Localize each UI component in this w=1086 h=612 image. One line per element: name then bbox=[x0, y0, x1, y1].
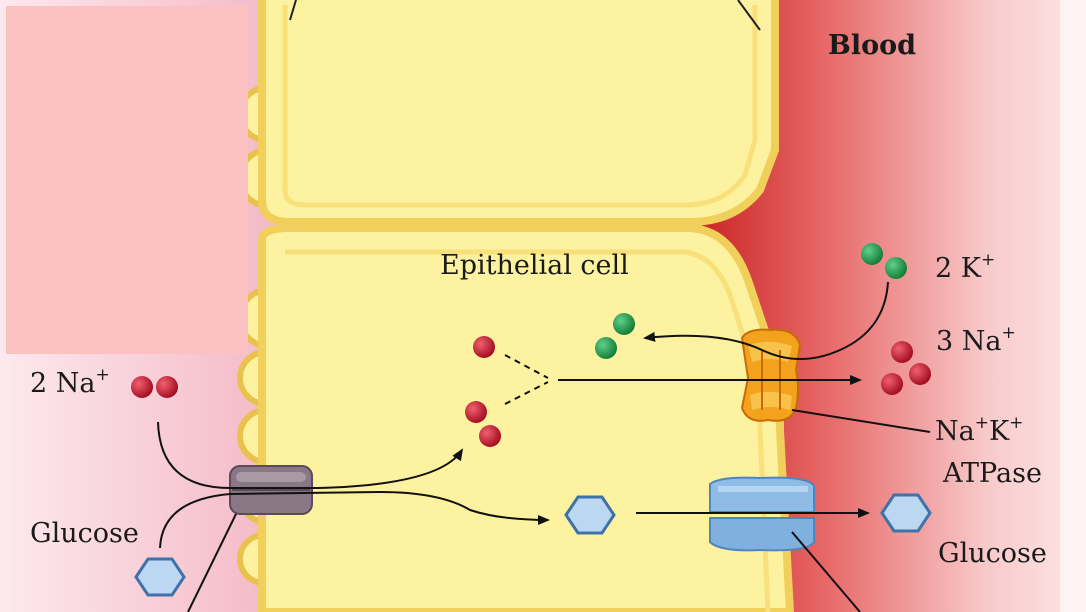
glucose-molecule bbox=[882, 495, 930, 531]
na-k-atpase-pump bbox=[742, 330, 800, 421]
blood-label: Blood bbox=[828, 30, 916, 61]
sodium-ions-blood-label: 3 Na+ bbox=[936, 325, 1016, 357]
na2-count: 2 Na bbox=[30, 368, 95, 399]
na3-charge: + bbox=[1001, 323, 1015, 343]
na-ion bbox=[909, 363, 931, 385]
potassium-ions-label: 2 K+ bbox=[935, 252, 995, 284]
blood-pale-strip bbox=[1060, 0, 1086, 612]
pump-k-charge: + bbox=[1009, 413, 1023, 433]
k-charge: + bbox=[981, 250, 995, 270]
na-ion bbox=[479, 425, 501, 447]
pump-k: K bbox=[989, 416, 1009, 447]
upper-cell bbox=[262, 0, 775, 222]
glucose-molecule bbox=[136, 559, 184, 595]
pump-label-line2: ATPase bbox=[943, 458, 1042, 489]
lower-cell bbox=[262, 228, 790, 612]
glucose-molecule bbox=[566, 497, 614, 533]
k-ion bbox=[595, 337, 617, 359]
glucose-blood-label: Glucose bbox=[938, 538, 1047, 569]
glucose-lumen-label: Glucose bbox=[30, 518, 139, 549]
sodium-ions-lumen-label: 2 Na+ bbox=[30, 367, 110, 399]
k-ion bbox=[861, 243, 883, 265]
pump-label-line1: Na+K+ bbox=[935, 415, 1023, 447]
na3-count: 3 Na bbox=[936, 326, 1001, 357]
epithelial-cell-label: Epithelial cell bbox=[440, 250, 629, 281]
na-ion bbox=[891, 341, 913, 363]
masked-region bbox=[6, 6, 248, 354]
sodium-glucose-symporter bbox=[230, 466, 312, 514]
k-ion bbox=[885, 257, 907, 279]
na-ion bbox=[131, 376, 153, 398]
pump-na: Na bbox=[935, 416, 975, 447]
k-ion bbox=[613, 313, 635, 335]
na-ion bbox=[156, 376, 178, 398]
na-ion bbox=[881, 373, 903, 395]
na-ion bbox=[473, 336, 495, 358]
na2-charge: + bbox=[95, 365, 109, 385]
k-count: 2 K bbox=[935, 253, 981, 284]
na-ion bbox=[465, 401, 487, 423]
pump-na-charge: + bbox=[975, 413, 989, 433]
